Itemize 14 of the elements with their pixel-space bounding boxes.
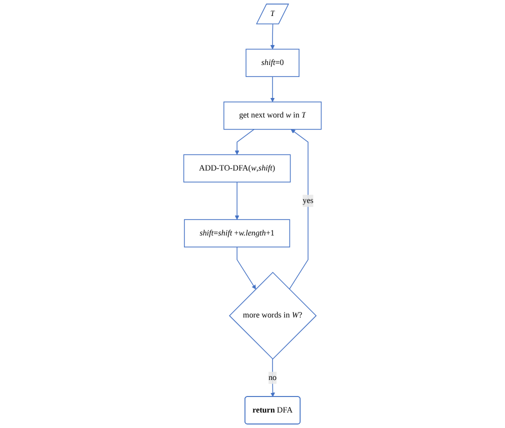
node-box: ADD-TO-DFA(w,shift) [183, 154, 291, 182]
arrow [270, 358, 275, 397]
node-box: get next word w in T [223, 102, 322, 130]
edge-label: no [268, 373, 277, 382]
arrow [234, 182, 240, 220]
node-box: shift=0 [246, 48, 300, 77]
edge-label: yes [302, 196, 314, 205]
node-diamond: more words in W? [228, 272, 317, 360]
arrow [288, 129, 308, 290]
arrow [270, 24, 275, 50]
arrow [236, 246, 256, 290]
arrow [234, 128, 254, 155]
arrow [270, 76, 275, 102]
node-box: shift=shift +w.length+1 [184, 219, 290, 248]
